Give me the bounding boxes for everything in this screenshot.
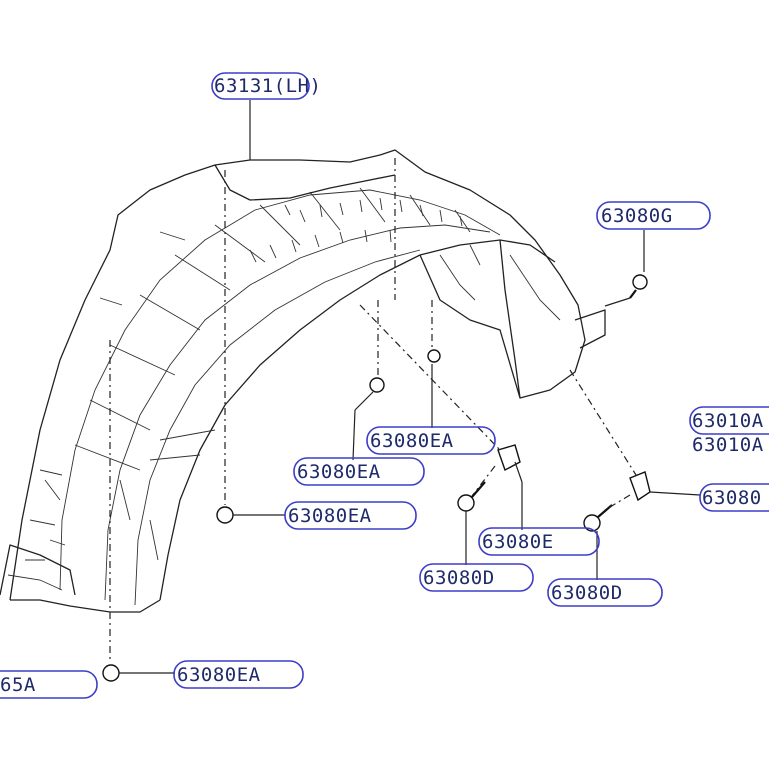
callout-outline — [419, 563, 534, 592]
callout-text: 63080G — [601, 205, 673, 227]
callout-outline — [293, 457, 425, 486]
callout-63080e[interactable]: 63080E — [478, 527, 600, 556]
fender-liner-drawing — [0, 149, 606, 613]
callout-63131[interactable]: 63131(LH) — [211, 72, 321, 100]
callout-outline — [596, 201, 711, 230]
callout-63080-right[interactable]: 63080 — [699, 483, 769, 512]
callout-63080ea-bottom[interactable]: 63080EA — [173, 660, 304, 689]
callout-63080d-left[interactable]: 63080D — [419, 563, 534, 592]
callout-text: 63080EA — [370, 430, 454, 452]
callout-outline — [173, 660, 304, 689]
callout-outline — [0, 670, 98, 699]
fasteners — [102, 100, 701, 682]
callout-63080g[interactable]: 63080G — [596, 201, 711, 230]
callout-text: 63080D — [551, 582, 623, 604]
callout-text: 63080D — [423, 567, 495, 589]
callout-63080ea-upper[interactable]: 63080EA — [366, 426, 496, 455]
callout-text-secondary: 63010A — [692, 434, 764, 456]
callout-63080d-right[interactable]: 63080D — [547, 578, 663, 607]
callout-outline — [366, 426, 496, 455]
callout-outline — [284, 501, 417, 530]
callout-text: 65A — [0, 674, 36, 696]
callout-text: 63080EA — [288, 505, 372, 527]
callout-outline — [689, 406, 769, 435]
callout-outline — [211, 72, 310, 100]
callout-text: 63080E — [482, 531, 554, 553]
callout-outline — [478, 527, 600, 556]
callout-text: 63080 — [702, 487, 762, 509]
callout-text: 63080EA — [177, 664, 261, 686]
callout-outline — [547, 578, 663, 607]
callout-text: 63080EA — [297, 461, 381, 483]
callout-63080ea-left[interactable]: 63080EA — [284, 501, 417, 530]
callout-text: 63131(LH) — [214, 75, 321, 97]
callout-63080ea-middle[interactable]: 63080EA — [293, 457, 425, 486]
callout-text: 63010A — [692, 410, 764, 432]
callout-63010a[interactable]: 63010A 63010A — [689, 406, 769, 456]
callout-65a[interactable]: 65A — [0, 670, 98, 699]
callout-outline — [699, 483, 769, 512]
